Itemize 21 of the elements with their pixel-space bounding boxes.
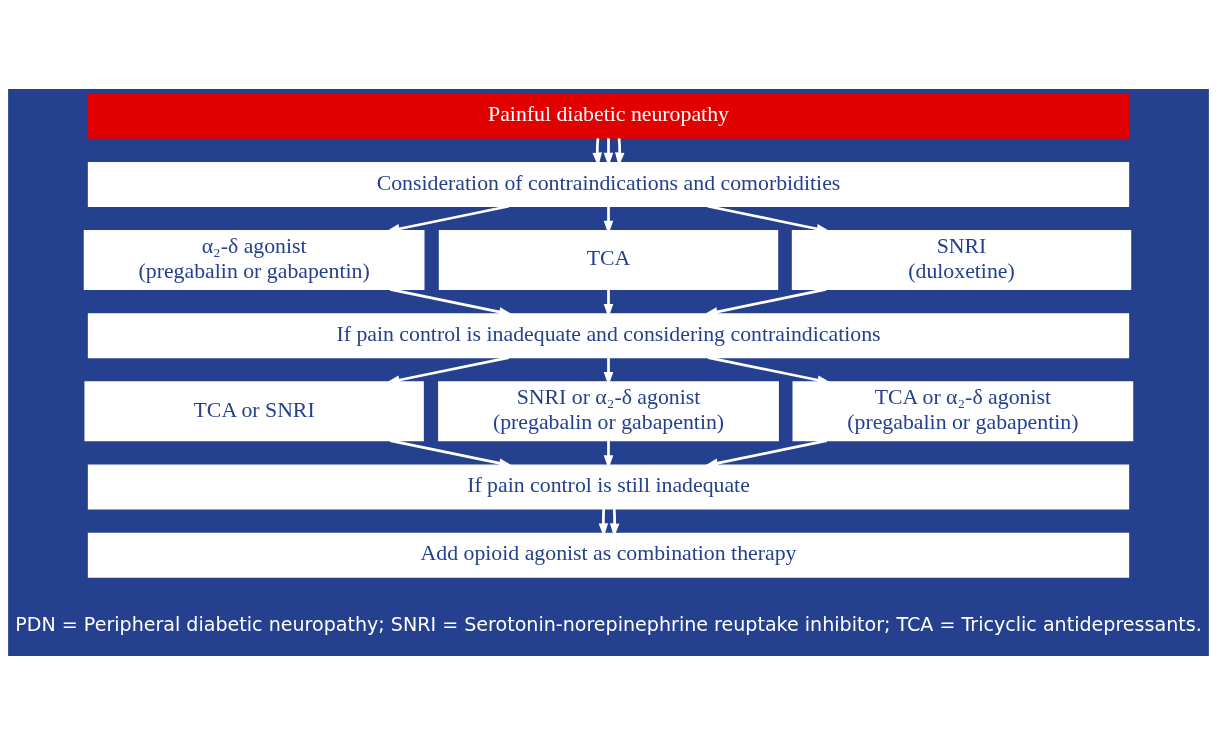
node-box: SNRI or α₂-δ agonist (pregabalin or gabapentin) [438,380,779,441]
arrow [707,355,831,385]
label: PDN = Peripheral diabetic neuropathy; SNRI = Serotonin-norepinephrine reuptake inhibitor; TCA = Tricyclic antidepressants. [15,612,1202,635]
arrow [704,438,828,468]
arrow [386,204,510,233]
node-box: If pain control is still inadequate [87,464,1130,509]
node-box: Painful diabetic neuropathy [87,93,1130,139]
node-box: Add opioid agonist as combination therapy [87,532,1130,578]
arrow [703,287,827,317]
arrow [389,438,513,468]
node-box: If pain control is inadequate and considering contraindications [87,312,1130,358]
arrow [389,287,513,317]
arrow [603,440,614,469]
node-box: Consideration of contraindications and comorbidities [87,161,1130,207]
node-box: TCA or α₂-δ agonist (pregabalin or gabapentin) [792,380,1134,441]
node-box: SNRI (duloxetine) [791,229,1132,290]
node-box: α₂-δ agonist (pregabalin or gabapentin) [83,229,425,290]
arrow [707,204,831,233]
node-box: TCA or SNRI [84,380,424,441]
arrow [386,355,510,385]
node-box: TCA [438,229,779,290]
